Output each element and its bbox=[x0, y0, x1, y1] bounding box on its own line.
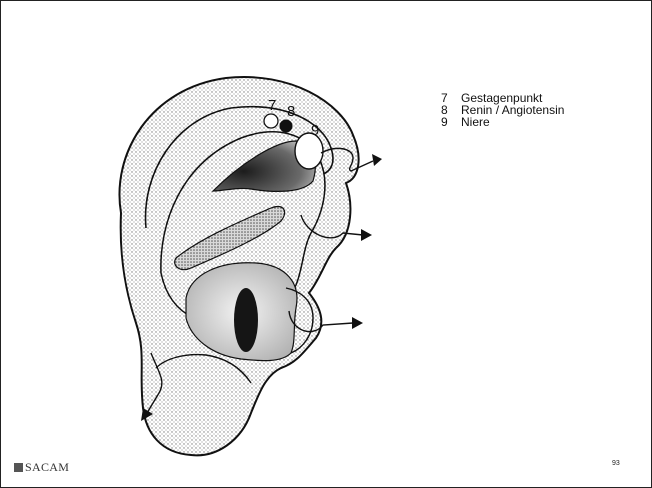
legend-item-9: 9 Niere bbox=[441, 116, 564, 128]
point-7-label: 7 bbox=[268, 98, 276, 113]
page-number: 93 bbox=[612, 460, 620, 467]
logo-mark-icon bbox=[14, 463, 23, 472]
arrow-middle-head bbox=[361, 229, 372, 241]
point-7-marker bbox=[264, 114, 278, 128]
legend-number: 9 bbox=[441, 116, 461, 128]
ear-canal bbox=[234, 288, 258, 352]
arrow-lower-head bbox=[352, 317, 363, 329]
ear-illustration bbox=[91, 63, 401, 463]
legend-item-8: 8 Renin / Angiotensin bbox=[441, 104, 564, 116]
point-8-label: 8 bbox=[287, 104, 295, 119]
legend-label: Niere bbox=[461, 116, 490, 128]
point-9-label: 9 bbox=[311, 123, 319, 138]
legend: 7 Gestagenpunkt 8 Renin / Angiotensin 9 … bbox=[441, 92, 564, 128]
arrow-upper-head bbox=[372, 154, 382, 166]
logo-text: SACAM bbox=[25, 460, 69, 475]
sacam-logo: SACAM bbox=[14, 460, 69, 475]
point-8-marker bbox=[280, 120, 292, 132]
